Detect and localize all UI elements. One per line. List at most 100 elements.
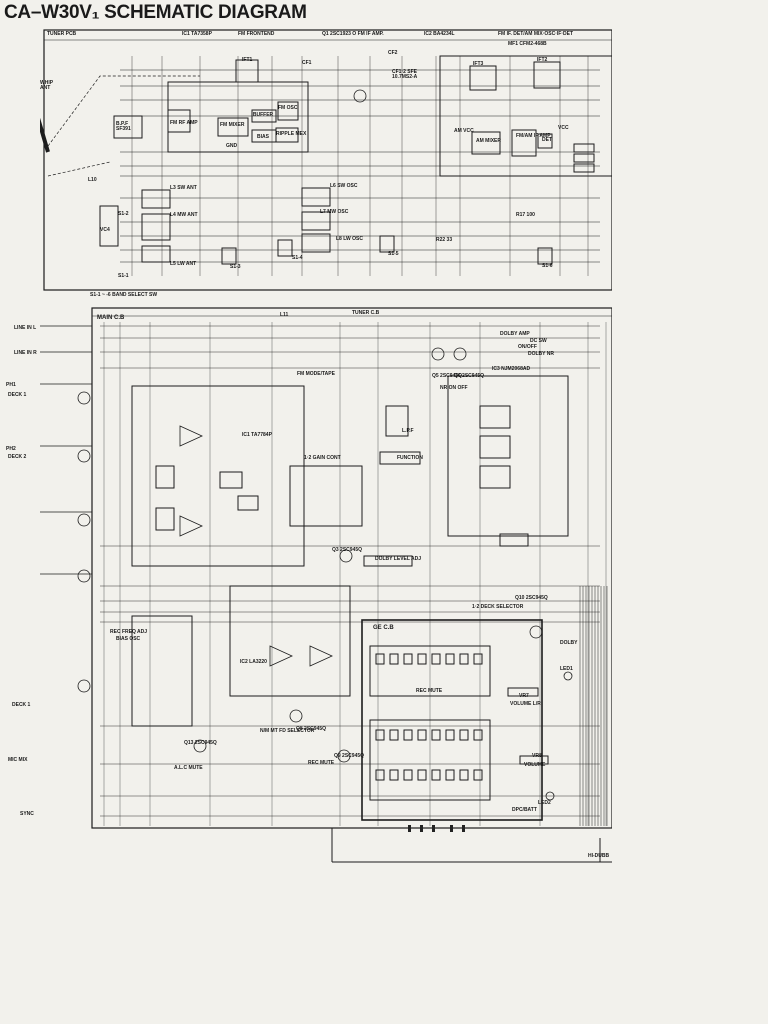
buffer-label: BUFFER xyxy=(252,112,274,118)
l4-coil xyxy=(141,213,171,241)
tuner-gnd-label: GND xyxy=(226,143,238,149)
ripple-block xyxy=(275,127,299,143)
main-ic3-label: IC3 NJM2068AD xyxy=(492,366,531,372)
fm-mixer-block xyxy=(217,117,249,137)
vcc-label: VCC xyxy=(558,125,569,131)
q13-transistor xyxy=(193,739,207,753)
gain-cont-label: 1·2 GAIN CONT xyxy=(304,455,341,461)
alc-label: A.L.C MUTE xyxy=(174,765,203,771)
l5-label: L5 LW ANT xyxy=(170,261,197,267)
ge-upper-ic-region xyxy=(369,645,491,697)
ic-block xyxy=(219,471,243,489)
volume-label: VOLUME xyxy=(524,762,546,768)
ift2-label: IFT2 xyxy=(537,57,548,63)
volume-lr-label: VOLUME L/R xyxy=(510,701,541,707)
dpc-batt-label: DPC/BATT xyxy=(512,807,537,813)
ic-block xyxy=(155,465,175,489)
page-title: CA–W30V₁ SCHEMATIC DIAGRAM xyxy=(4,2,307,23)
fm-osc-block xyxy=(277,101,299,121)
vr7-control xyxy=(507,687,539,697)
ge-component xyxy=(417,769,427,781)
function-label: FUNCTION xyxy=(397,455,423,461)
ge-component xyxy=(375,769,385,781)
function-block xyxy=(379,451,421,465)
on-off-label: ON/OFF xyxy=(518,344,537,350)
ge-component xyxy=(375,729,385,741)
tuner-ic2-label: IC2 BA4234L xyxy=(424,31,455,37)
ge-component xyxy=(389,769,399,781)
fm-mode-label: FM MODE/TAPE xyxy=(297,371,335,377)
q9-transistor xyxy=(337,749,351,763)
opamp-symbol xyxy=(309,645,333,667)
l6-coil xyxy=(301,187,331,207)
ge-component xyxy=(389,729,399,741)
q5-label: Q5 2SC945Q xyxy=(432,373,463,379)
input-transistor xyxy=(77,449,91,463)
ge-component xyxy=(473,769,483,781)
q10-transistor xyxy=(529,625,543,639)
ge-component xyxy=(375,653,385,665)
line-in-r-label: LINE IN R xyxy=(14,350,37,356)
ic-block xyxy=(237,495,259,511)
ift3-label: IFT3 xyxy=(473,61,484,67)
ift1-label: IFT1 xyxy=(242,57,253,63)
l4-label: L4 MW ANT xyxy=(170,212,198,218)
am-vcc-label: AM VCC xyxy=(454,128,474,134)
ge-component xyxy=(389,653,399,665)
cf12-label: CF1·2 SFE 10.7MS2-A xyxy=(392,69,418,80)
deck1-label: DECK 1 xyxy=(8,392,27,398)
ge-rec-mute-label: REC MUTE xyxy=(416,688,443,694)
hi-dubb-label: HI-DUBB xyxy=(588,853,610,859)
vc4-label: VC4 xyxy=(100,227,110,233)
led1-symbol xyxy=(563,671,573,681)
led1-label: LED1 xyxy=(560,666,573,672)
mf1-label: MF1 CFM2-468B xyxy=(508,41,547,47)
line-in-l-label: LINE IN L xyxy=(14,325,37,331)
opamp-symbol xyxy=(179,515,203,537)
fm-mixer-label: FM MIXER xyxy=(220,122,245,128)
s13-label: S1-3 xyxy=(230,264,241,270)
ge-component xyxy=(403,653,413,665)
ge-board-outline xyxy=(361,619,543,821)
ge-cb-label: GE C.B xyxy=(373,625,394,631)
ic-block xyxy=(155,507,175,531)
l11-label: L11 xyxy=(280,312,289,318)
q1-transistor xyxy=(353,89,367,103)
main-ic2-label: IC2 LA3220 xyxy=(240,659,267,665)
q10-label: Q10 2SC945Q xyxy=(515,595,548,601)
am-mixer-label: AM MIXER xyxy=(476,138,501,144)
antenna-dashed-line xyxy=(47,75,200,147)
cf2-label: CF2 xyxy=(388,50,398,56)
antenna-dashed-line xyxy=(47,161,111,177)
bpf-label: B.P.F SF391 xyxy=(116,121,131,132)
fm-frontend-label: FM FRONTEND xyxy=(238,31,275,37)
dolby-nr-label: DOLBY NR xyxy=(528,351,555,357)
deck2-label: DECK 2 xyxy=(8,454,27,460)
r17-label: R17 100 xyxy=(516,212,535,218)
s16-label: S1-6 xyxy=(542,263,553,269)
ic2-function-label: FM IF. DET/AM MIX·OSC·IF·DET xyxy=(498,31,573,37)
fm-osc-label: FM OSC xyxy=(278,105,298,111)
s13-switch xyxy=(221,247,237,265)
main-ic1-label: IC1 TA7784P xyxy=(242,432,272,438)
l5-coil xyxy=(141,245,171,263)
tuner-ic1-label: IC1 TA7358P xyxy=(182,31,212,37)
l8-coil xyxy=(301,233,331,253)
sync-label: SYNC xyxy=(20,811,34,817)
input-transistor xyxy=(77,679,91,693)
fm-am-if-block xyxy=(511,129,537,157)
am-mixer-block xyxy=(471,131,501,155)
l10-label: L10 xyxy=(88,177,97,183)
gain-control-block xyxy=(289,465,363,527)
ge-component xyxy=(431,729,441,741)
ge-lower-ic-region xyxy=(369,719,491,801)
ph2-label: PH2 xyxy=(6,446,16,452)
dolby-level-label: DOLBY LEVEL ADJ xyxy=(375,556,422,562)
led2-symbol xyxy=(545,791,555,801)
main-ic2-region xyxy=(229,585,351,697)
s15-label: S1-5 xyxy=(388,251,399,257)
q6-transistor xyxy=(453,347,467,361)
fm-rf-amp-label: FM RF AMP xyxy=(170,120,198,126)
ift1-box xyxy=(235,59,259,83)
ripple-label: RIPPLE MEX xyxy=(276,131,307,137)
